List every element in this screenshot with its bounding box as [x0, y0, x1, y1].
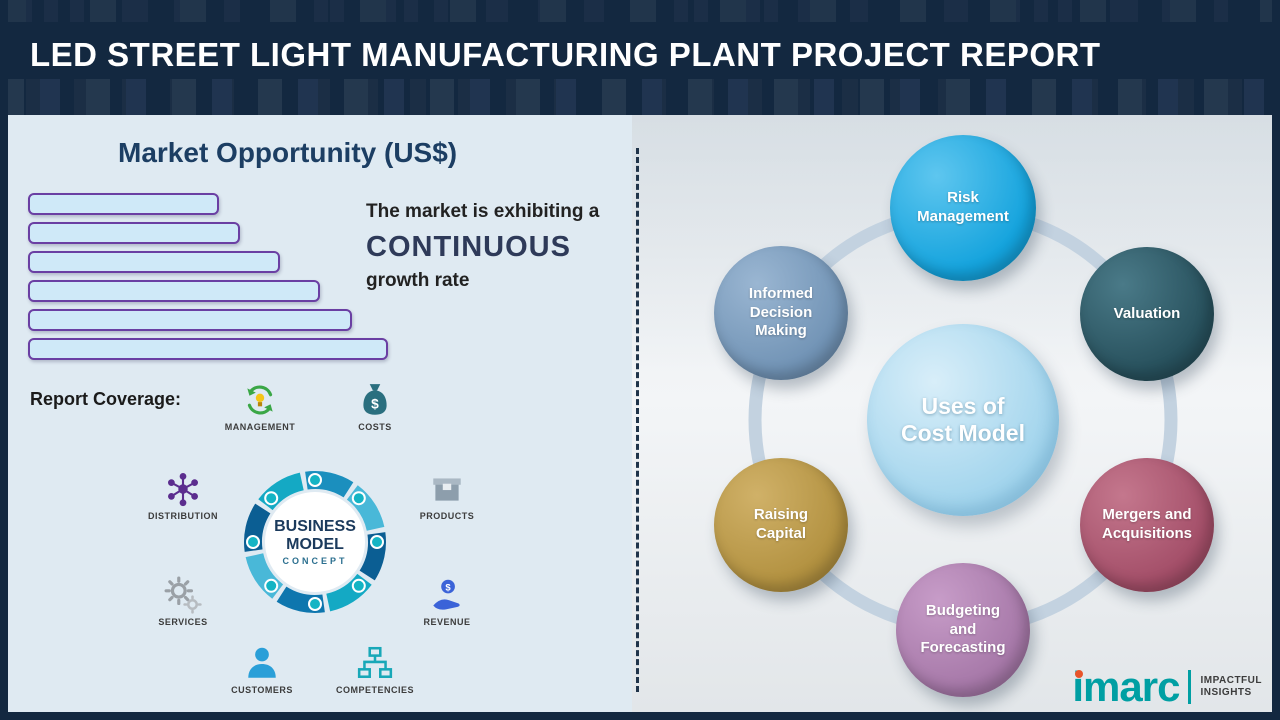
- gears-icon: [164, 576, 202, 614]
- imarc-logo-dot: [1075, 670, 1084, 679]
- bm-item-label: SERVICES: [158, 617, 208, 627]
- bm-item-label: COSTS: [358, 422, 392, 432]
- node-label: Budgeting and Forecasting: [920, 601, 1006, 657]
- node-label: Raising Capital: [753, 506, 809, 542]
- growth-line-1: The market is exhibiting a: [366, 201, 600, 222]
- node-risk-management: Risk Management: [890, 135, 1036, 281]
- growth-line-3: growth rate: [366, 270, 470, 291]
- frame-bottom: [0, 712, 1280, 720]
- business-model-center-label: BUSINESS MODEL CONCEPT: [225, 452, 405, 632]
- recycle-idea-icon: [247, 385, 273, 415]
- tagline-line1: IMPACTFUL: [1200, 674, 1262, 686]
- bm-item-label: COMPETENCIES: [335, 685, 414, 695]
- bm-item-distribution: DISTRIBUTION: [133, 470, 233, 521]
- node-raising-capital: Raising Capital: [714, 458, 848, 592]
- bm-item-management: MANAGEMENT: [210, 381, 310, 432]
- bm-item-label: REVENUE: [423, 617, 471, 627]
- box-icon: [433, 478, 461, 501]
- hand-coin-icon: $: [433, 579, 460, 610]
- imarc-brand-text: imarc: [1072, 663, 1180, 711]
- logo-separator: [1188, 670, 1192, 705]
- center-node-line1: Uses of: [921, 393, 1005, 419]
- bm-item-label: CUSTOMERS: [231, 685, 293, 695]
- bm-item-label: PRODUCTS: [419, 511, 475, 521]
- tagline-line2: INSIGHTS: [1200, 687, 1252, 699]
- bm-item-label: MANAGEMENT: [224, 422, 296, 432]
- report-coverage-label: Report Coverage:: [30, 389, 182, 409]
- panel-divider: [636, 148, 639, 692]
- bm-item-revenue: $ REVENUE: [397, 576, 497, 627]
- page-title: LED STREET LIGHT MANUFACTURING PLANT PRO…: [30, 36, 1101, 73]
- frame-right: [1272, 0, 1280, 720]
- city-skyline-bottom: [0, 79, 1280, 115]
- org-chart-icon: [357, 646, 393, 678]
- node-label: Informed Decision Making: [748, 284, 814, 340]
- node-valuation: Valuation: [1080, 247, 1214, 381]
- market-bar: [28, 309, 352, 331]
- market-opportunity-panel: Market Opportunity (US$) The market is e…: [8, 115, 632, 712]
- node-informed-decision-making: Informed Decision Making: [714, 246, 848, 380]
- network-icon: [168, 472, 198, 507]
- center-node-line2: Cost Model: [901, 420, 1025, 446]
- svg-text:$: $: [445, 582, 451, 593]
- node-label: Risk Management: [917, 189, 1009, 225]
- market-bar: [28, 251, 280, 273]
- uses-of-cost-model-panel: Risk Management Valuation Mergers and Ac…: [632, 115, 1272, 712]
- business-model-ring: [244, 471, 386, 613]
- growth-statement: The market is exhibiting a CONTINUOUS gr…: [366, 201, 632, 292]
- growth-line-2: CONTINUOUS: [366, 231, 571, 263]
- bm-center-line2: MODEL: [286, 536, 344, 553]
- person-icon: [248, 647, 276, 678]
- market-bar: [28, 222, 241, 244]
- market-bar: [28, 193, 219, 215]
- market-bar-chart: [28, 193, 388, 367]
- imarc-logo: imarc IMPACTFUL INSIGHTS: [1072, 663, 1262, 711]
- node-budgeting-forecasting: Budgeting and Forecasting: [896, 563, 1030, 697]
- node-mergers-acquisitions: Mergers and Acquisitions: [1080, 458, 1214, 592]
- bm-item-label: DISTRIBUTION: [148, 511, 218, 521]
- market-bar: [28, 280, 320, 302]
- bm-item-products: PRODUCTS: [397, 470, 497, 521]
- bm-item-competencies: COMPETENCIES: [325, 644, 425, 695]
- section-title: Market Opportunity (US$): [118, 137, 458, 168]
- bm-item-customers: CUSTOMERS: [212, 644, 312, 695]
- center-node: Uses of Cost Model: [867, 324, 1059, 516]
- node-label: Mergers and Acquisitions: [1101, 506, 1192, 542]
- svg-text:$: $: [371, 396, 379, 411]
- bm-item-services: SERVICES: [133, 576, 233, 627]
- bm-center-line3: CONCEPT: [282, 555, 348, 566]
- bm-center-line1: BUSINESS: [274, 518, 356, 536]
- bm-item-costs: $ COSTS: [325, 381, 425, 432]
- city-skyline-top: [0, 0, 1280, 22]
- logo-tagline: IMPACTFUL INSIGHTS: [1200, 675, 1262, 700]
- header-banner: LED STREET LIGHT MANUFACTURING PLANT PRO…: [0, 0, 1280, 115]
- market-bar: [28, 338, 388, 360]
- money-bag-icon: $: [363, 384, 387, 415]
- node-label: Valuation: [1113, 304, 1181, 322]
- frame-left: [0, 0, 8, 720]
